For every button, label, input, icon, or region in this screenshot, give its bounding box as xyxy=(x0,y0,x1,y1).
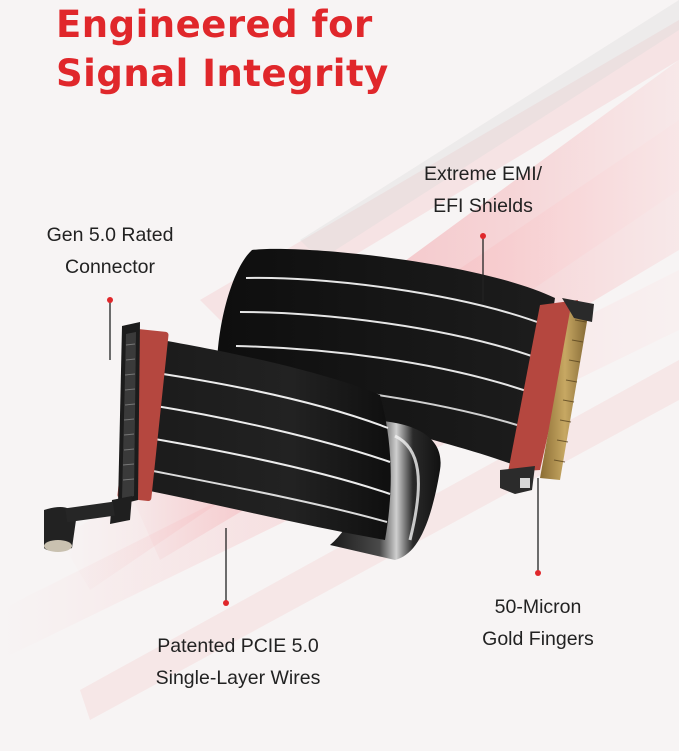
callout-gold-line-2: Gold Fingers xyxy=(482,628,594,650)
headline: Engineered for Signal Integrity xyxy=(56,0,389,98)
callout-wires-line-1: Patented PCIE 5.0 xyxy=(157,635,319,657)
headline-line-2: Signal Integrity xyxy=(56,52,389,95)
callout-connector-line-1: Gen 5.0 Rated xyxy=(46,224,174,246)
callout-emi-line-2: EFI Shields xyxy=(433,195,533,217)
left-slot-connector xyxy=(44,322,169,552)
callout-connector: Gen 5.0 Rated Connector xyxy=(22,219,198,283)
callout-gold-fingers: 50-Micron Gold Fingers xyxy=(460,591,616,655)
headline-line-1: Engineered for xyxy=(56,3,373,46)
riser-cable-rear xyxy=(216,248,555,470)
callout-single-layer-wires: Patented PCIE 5.0 Single-Layer Wires xyxy=(128,630,348,694)
callout-emi-line-1: Extreme EMI/ xyxy=(423,163,543,185)
callout-pointers xyxy=(107,233,541,606)
callout-wires-line-2: Single-Layer Wires xyxy=(155,667,321,689)
riser-cable-front xyxy=(145,338,391,540)
right-gold-finger-connector xyxy=(500,298,594,494)
callout-connector-line-2: Connector xyxy=(65,256,155,278)
callout-emi-shields: Extreme EMI/ EFI Shields xyxy=(406,158,560,222)
callout-gold-line-1: 50-Micron xyxy=(494,596,582,618)
